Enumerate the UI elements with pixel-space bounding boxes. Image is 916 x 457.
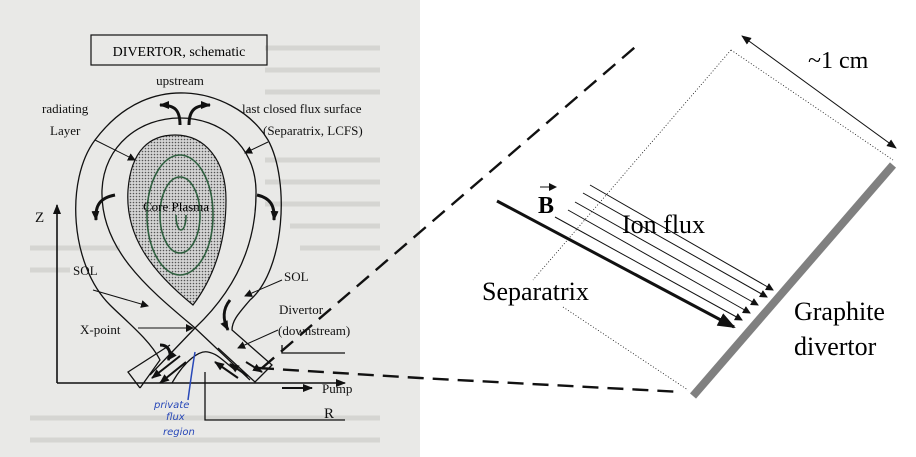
schematic-title: DIVERTOR, schematic — [113, 45, 246, 60]
handwritten-region: region — [163, 427, 195, 438]
divertor-target-label: divertor — [794, 332, 877, 361]
graphite-label: Graphite — [794, 297, 885, 326]
width-label: ~1 cm — [808, 48, 869, 74]
flux-tube-outline — [532, 49, 894, 391]
magnetic-field-arrow — [496, 199, 736, 329]
separatrix-lcfs-label: (Separatrix, LCFS) — [263, 123, 363, 138]
handwritten-private: private — [153, 400, 189, 411]
faint-background-text — [30, 45, 380, 443]
width-dimension-arrow — [741, 35, 897, 149]
leg-arrows — [151, 355, 263, 384]
core-plasma-label: Core Plasma — [143, 199, 209, 214]
sol-right-label: SOL — [284, 269, 309, 284]
core-contours — [146, 154, 214, 276]
separatrix-label: Separatrix — [482, 277, 589, 306]
graphite-divertor-plate — [689, 162, 897, 399]
b-field-label: B — [538, 193, 554, 219]
xpoint-label: X-point — [80, 322, 121, 337]
pump-label: Pump — [322, 381, 352, 396]
z-axis-label: Z — [35, 210, 44, 226]
sol-left-label: SOL — [73, 263, 98, 278]
zoom-projection-lines — [257, 41, 683, 394]
ion-flux-lines — [554, 184, 774, 321]
axes — [53, 204, 346, 387]
layer-label: Layer — [50, 123, 81, 138]
pointer-arrows — [92, 139, 313, 392]
lcfs-label: last closed flux surface — [242, 101, 362, 116]
downstream-label: (downstream) — [278, 323, 350, 338]
handwritten-pointer — [187, 351, 196, 401]
flow-arrows — [91, 101, 279, 361]
upstream-label: upstream — [156, 73, 204, 88]
r-axis-label: R — [324, 406, 334, 422]
handwritten-flux: flux — [166, 412, 185, 423]
title-box — [90, 34, 268, 66]
divertor-label: Divertor — [279, 302, 324, 317]
ion-flux-label: Ion flux — [622, 210, 705, 239]
radiating-label: radiating — [42, 101, 89, 116]
